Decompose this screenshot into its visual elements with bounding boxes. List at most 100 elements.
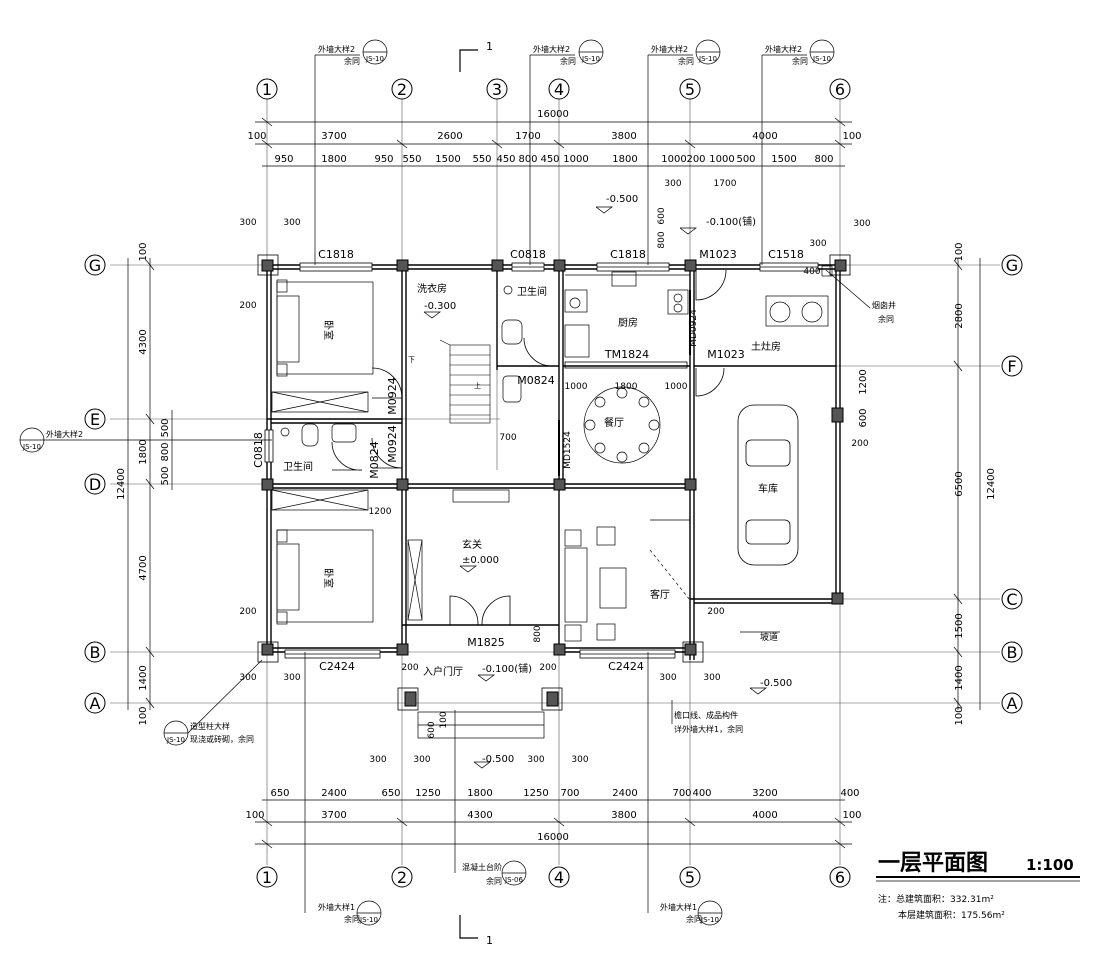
sheet-ref-4: JS-10 bbox=[812, 55, 831, 63]
stair-up: 上 bbox=[474, 381, 481, 390]
dim-600-step: 600 bbox=[427, 721, 437, 738]
label-c0818a: C0818 bbox=[510, 248, 546, 261]
dim-top3-9: 1000 bbox=[563, 154, 588, 165]
dim-bot-total: 16000 bbox=[537, 832, 569, 843]
axis-label-G-left: G bbox=[89, 256, 101, 275]
callout-ext2-b: 外墙大样2 bbox=[533, 44, 570, 54]
section-labels: 1 1 bbox=[486, 40, 493, 947]
doors bbox=[331, 269, 727, 626]
dim-left-total: 12400 bbox=[116, 468, 127, 500]
dim-300-tr: 300 bbox=[809, 239, 826, 249]
dim-left-1800: 1800 bbox=[138, 439, 149, 464]
level-laundry: -0.300 bbox=[424, 301, 456, 312]
section-top-label: 1 bbox=[486, 40, 493, 53]
callout-chimney: 烟囱井 bbox=[872, 300, 896, 310]
dim-800-foyer: 800 bbox=[533, 625, 543, 642]
dim-top3-15: 1500 bbox=[771, 154, 796, 165]
callout-ext2-left: 外墙大样2 bbox=[46, 429, 83, 439]
callout-ext2-a: 外墙大样2 bbox=[318, 44, 355, 54]
dim-right-total: 12400 bbox=[986, 468, 997, 500]
entry-steps bbox=[417, 711, 545, 739]
room-labels: 卧室 卧室 洗衣房 卫生间 卫生间 厨房 土灶房 餐厅 玄关 客厅 车库 入户门… bbox=[283, 282, 781, 678]
callout-same-c: 余同 bbox=[678, 56, 694, 66]
dim-top3-7: 800 bbox=[518, 154, 537, 165]
dim-bot1-5: 1250 bbox=[523, 788, 548, 799]
room-laundry: 洗衣房 bbox=[417, 282, 447, 295]
room-bedroom-2: 卧室 bbox=[322, 568, 335, 588]
label-m1825: M1825 bbox=[467, 636, 505, 649]
dim-right-6500: 6500 bbox=[954, 471, 965, 496]
label-c1818a: C1818 bbox=[318, 248, 354, 261]
dim-bot1-2: 650 bbox=[381, 788, 400, 799]
ramp-label: 坡道 bbox=[760, 631, 778, 643]
label-m0924a: M0924 bbox=[386, 377, 399, 415]
dim-right-2800: 2800 bbox=[954, 303, 965, 328]
axis-label-5-bottom: 5 bbox=[685, 868, 695, 887]
dim-bot1-4: 1800 bbox=[467, 788, 492, 799]
dim-300-tl: 300 bbox=[239, 218, 256, 228]
dim-top3-0: 950 bbox=[274, 154, 293, 165]
dim-bot1-7: 2400 bbox=[612, 788, 637, 799]
dim-600-top: 600 bbox=[657, 207, 667, 224]
dim-left-4300: 4300 bbox=[138, 329, 149, 354]
top-dimension-text: 16000 100 3700 2600 1700 3800 4000 100 9… bbox=[247, 109, 861, 165]
label-m1023b: M1023 bbox=[707, 348, 745, 361]
dim-left-500a: 500 bbox=[160, 418, 171, 437]
sheet-ref-8: JS-10 bbox=[359, 916, 378, 924]
label-m1023a: M1023 bbox=[699, 248, 737, 261]
room-foyer: 玄关 bbox=[462, 538, 482, 551]
dim-300-top: 300 bbox=[664, 179, 681, 189]
dim-bot2-3: 3800 bbox=[611, 810, 636, 821]
dim-top-100b: 100 bbox=[842, 131, 861, 142]
dim-100-step: 100 bbox=[439, 711, 449, 728]
callout-chimney-same: 余同 bbox=[878, 314, 894, 324]
dim-300-br: 300 bbox=[659, 673, 676, 683]
walls bbox=[266, 264, 841, 660]
dim-bot1-8: 700 bbox=[672, 788, 691, 799]
label-c2424b: C2424 bbox=[608, 660, 644, 673]
dim-top3-12: 200 bbox=[686, 154, 705, 165]
room-dining: 餐厅 bbox=[604, 416, 624, 429]
axis-label-6-top: 6 bbox=[835, 80, 845, 99]
label-md1524: MD1524 bbox=[563, 431, 573, 469]
dim-left-100a: 100 bbox=[138, 242, 149, 261]
callout-ext1-same-b: 余同 bbox=[686, 914, 702, 924]
callout-step-same: 余同 bbox=[486, 876, 502, 886]
dim-right-1200: 1200 bbox=[858, 369, 869, 394]
dim-top-100a: 100 bbox=[247, 131, 266, 142]
dim-left-800: 800 bbox=[160, 442, 171, 461]
axis-label-4-top: 4 bbox=[554, 80, 564, 99]
detail-callouts bbox=[19, 39, 871, 926]
room-stove: 土灶房 bbox=[751, 340, 781, 353]
side-dimensions bbox=[127, 258, 981, 710]
dim-bot1-6: 700 bbox=[560, 788, 579, 799]
axis-label-C-right: C bbox=[1006, 590, 1017, 609]
dim-top3-8: 450 bbox=[540, 154, 559, 165]
label-m0824a: M0824 bbox=[517, 374, 555, 387]
decorative-pillars bbox=[257, 254, 851, 711]
axis-label-4-bottom: 4 bbox=[554, 868, 564, 887]
room-entry-hall: 入户门厅 bbox=[423, 665, 463, 678]
level-entry: -0.100(铺) bbox=[482, 662, 532, 675]
room-wc-2: 卫生间 bbox=[283, 460, 313, 473]
dim-700: 700 bbox=[499, 433, 516, 443]
opening-labels: C1818 C0818 C1818 M1023 C1518 TM1824 M10… bbox=[252, 248, 804, 673]
dim-200-b1: 200 bbox=[401, 663, 418, 673]
label-c1518: C1518 bbox=[768, 248, 804, 261]
label-m0824b: M0824 bbox=[368, 441, 381, 479]
dim-top3-16: 800 bbox=[814, 154, 833, 165]
dim-top3-5: 550 bbox=[472, 154, 491, 165]
callout-eave-1: 檐口线、成品构件 bbox=[674, 710, 738, 720]
axis-label-2-bottom: 2 bbox=[397, 868, 407, 887]
dim-top-4000: 4000 bbox=[752, 131, 777, 142]
room-wc-1: 卫生间 bbox=[517, 285, 547, 298]
axis-label-A-left: A bbox=[90, 694, 101, 713]
axis-label-E-left: E bbox=[90, 410, 100, 429]
axis-label-F-right: F bbox=[1007, 357, 1016, 376]
callout-col-detail: 造型柱大样 bbox=[190, 721, 230, 731]
side-dimension-text: 12400 100 4300 1800 4700 1400 100 500 80… bbox=[116, 242, 997, 725]
dim-top3-2: 950 bbox=[374, 154, 393, 165]
dim-top3-11: 1000 bbox=[661, 154, 686, 165]
dim-right-1500: 1500 bbox=[954, 613, 965, 638]
dim-1800: 1800 bbox=[615, 382, 638, 392]
